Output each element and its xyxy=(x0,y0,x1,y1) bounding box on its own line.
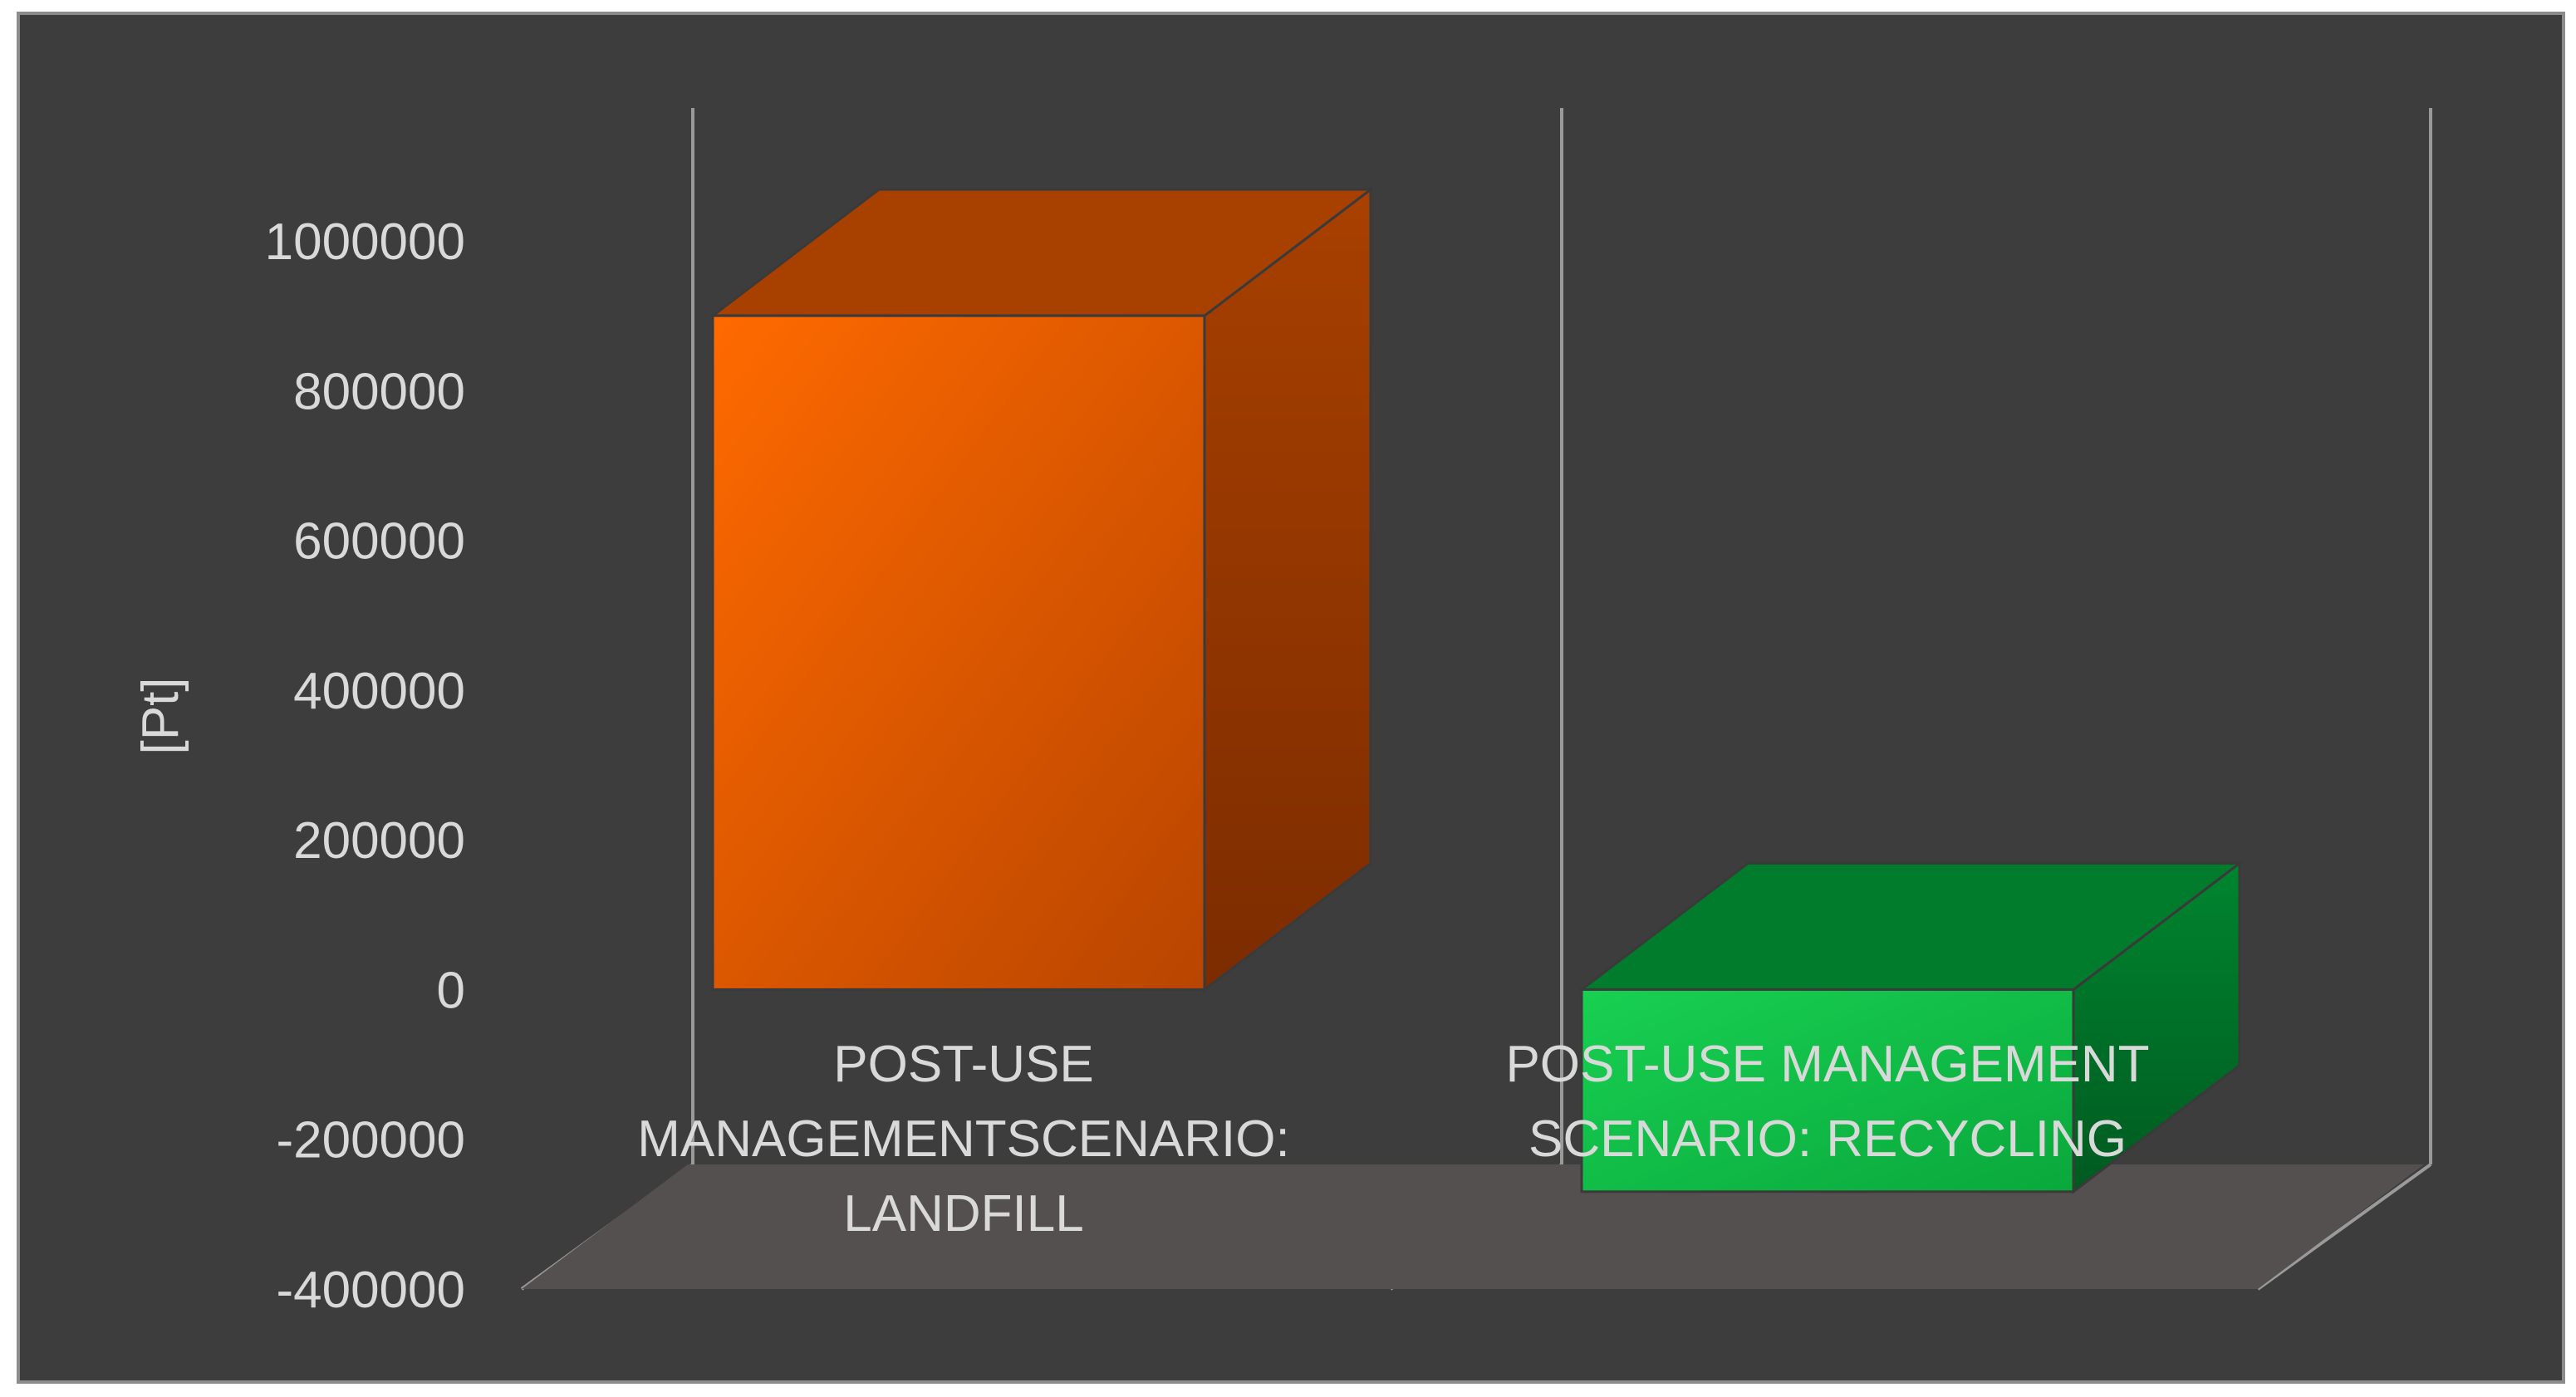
category-label-line: MANAGEMENTSCENARIO: xyxy=(637,1110,1289,1168)
y-tick-label: 400000 xyxy=(293,663,465,720)
category-label-line: LANDFILL xyxy=(843,1185,1083,1243)
category-label: POST-USE MANAGEMENT SCENARIO: RECYCLING xyxy=(1505,1036,2149,1168)
chart-floor xyxy=(522,1164,2424,1289)
category-label: POST-USE MANAGEMENTSCENARIO: LANDFILL xyxy=(637,1036,1289,1243)
y-tick-label: 0 xyxy=(437,962,465,1019)
y-axis-ticks: 1000000 800000 600000 400000 200000 0 -200000 -… xyxy=(265,213,465,1319)
bar-front-face xyxy=(1580,988,2075,1194)
bar-front-face xyxy=(711,314,1206,991)
y-tick-label: 200000 xyxy=(293,812,465,870)
y-tick-label: -200000 xyxy=(276,1112,465,1169)
category-label-line: SCENARIO: RECYCLING xyxy=(1528,1110,2127,1168)
floor-plate xyxy=(522,1164,2424,1289)
y-tick-label: 800000 xyxy=(293,363,465,420)
y-axis-title: [Pt] xyxy=(132,677,189,754)
bar-side-face xyxy=(1203,187,1372,993)
floor-edge-line xyxy=(2256,1163,2432,1291)
bar-landfill xyxy=(709,187,1375,993)
y-tick-label: -400000 xyxy=(276,1262,465,1319)
chart-bars xyxy=(709,187,2244,1194)
y-tick-label: 600000 xyxy=(293,513,465,571)
y-tick-label: 1000000 xyxy=(265,213,465,271)
category-label-line: POST-USE xyxy=(833,1036,1094,1093)
category-label-line: POST-USE MANAGEMENT xyxy=(1505,1036,2149,1093)
bar-recycling xyxy=(1577,860,2244,1194)
